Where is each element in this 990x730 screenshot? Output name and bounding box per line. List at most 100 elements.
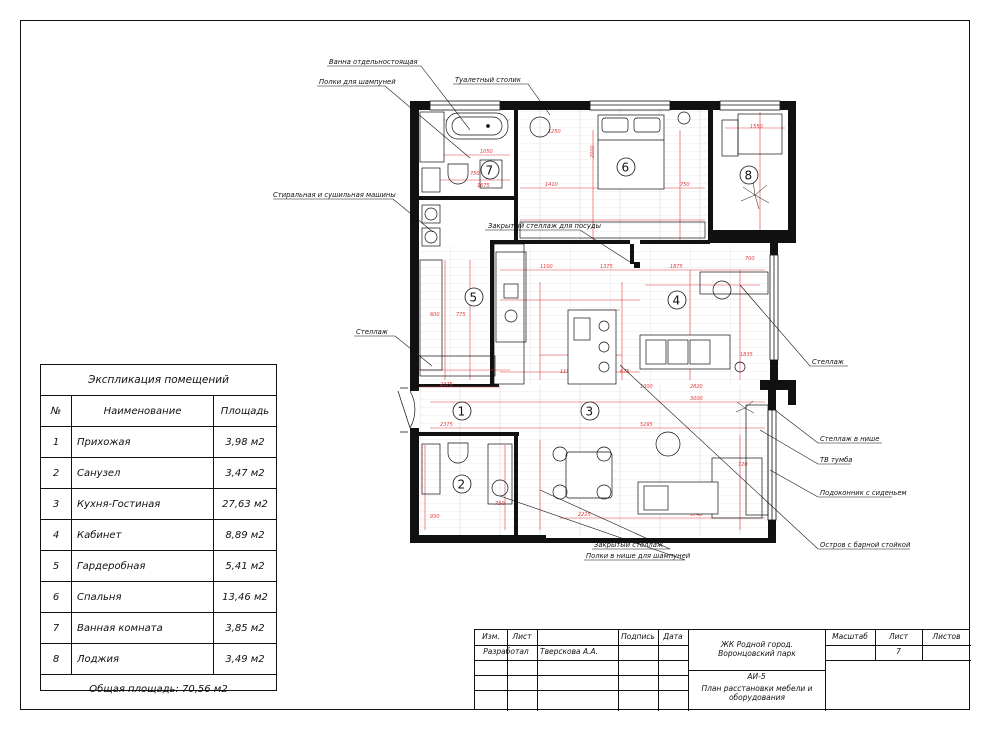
svg-text:7: 7 — [486, 164, 494, 178]
svg-text:8: 8 — [745, 169, 753, 183]
room-name: Ванная комната — [72, 613, 214, 643]
svg-text:1: 1 — [458, 405, 466, 419]
tb-author: Тверскова А.А. — [540, 647, 599, 657]
room-area: 3,98 м2 — [225, 436, 265, 448]
svg-text:930: 930 — [430, 514, 440, 520]
tb-sheet-title: План расстановки мебели и оборудования — [701, 684, 813, 702]
room-num: 2 — [41, 458, 72, 488]
svg-text:2000: 2000 — [590, 145, 596, 158]
svg-text:2225: 2225 — [578, 512, 591, 518]
room-number-1: 1 — [452, 401, 472, 421]
callout-washing-machines: Стиральная и сушильная машины — [273, 191, 396, 199]
svg-text:2: 2 — [458, 478, 466, 492]
table-row: 6 Спальня 13,46 м2 — [41, 582, 276, 613]
room-num: 8 — [41, 644, 72, 674]
room-schedule-title: Экспликация помещений — [41, 365, 276, 396]
svg-text:1675: 1675 — [477, 183, 490, 189]
room-number-8: 8 — [739, 165, 759, 185]
callout-niche-shampoo: Полки в нише для шампуней — [586, 552, 691, 560]
room-number-4: 4 — [667, 290, 687, 310]
svg-text:1000: 1000 — [640, 384, 653, 390]
room-name: Кабинет — [72, 520, 214, 550]
svg-text:750: 750 — [470, 171, 480, 177]
room-num: 4 — [41, 520, 72, 550]
room-number-3: 3 — [580, 401, 600, 421]
entry-door — [397, 387, 416, 433]
furniture — [419, 111, 783, 519]
tb-code: АИ-5 — [747, 671, 766, 681]
tb-masshtab: Масштаб — [832, 632, 868, 642]
tb-listov: Листов — [932, 632, 961, 642]
room-num: 1 — [41, 427, 72, 457]
header-num: № — [41, 396, 72, 426]
callout-shampoo-shelves: Полки для шампуней — [319, 78, 396, 86]
header-name: Наименование — [72, 396, 214, 426]
tb-list: Лист — [512, 632, 532, 642]
room-number-7: 7 — [480, 160, 500, 180]
table-row: 3 Кухня-Гостиная 27,63 м2 — [41, 489, 276, 520]
room-numbers: 7 6 8 5 4 1 3 2 — [452, 157, 759, 494]
room-number-6: 6 — [616, 157, 636, 177]
callout-window-seat: Подоконник с сиденьем — [820, 489, 907, 497]
svg-text:1150: 1150 — [560, 369, 573, 375]
room-name: Кухня-Гостиная — [72, 489, 214, 519]
title-block: Изм. Лист Подпись Дата Разработал Тверск… — [474, 629, 971, 711]
callout-tv-stand: ТВ тумба — [820, 456, 852, 464]
room-schedule-table: Экспликация помещений № Наименование Пло… — [40, 364, 277, 695]
room-num: 3 — [41, 489, 72, 519]
tb-podpis: Подпись — [621, 632, 655, 642]
callout-shelving-right: Стеллаж — [812, 358, 845, 366]
room-area: 3,49 м2 — [225, 653, 265, 665]
room-num: 7 — [41, 613, 72, 643]
room-area: 8,89 м2 — [225, 529, 265, 541]
tb-izm: Изм. — [482, 632, 500, 642]
svg-text:3: 3 — [586, 405, 594, 419]
tb-razrabotal: Разработал — [483, 647, 529, 657]
table-row: 5 Гардеробная 5,41 м2 — [41, 551, 276, 582]
header-area: Площадь — [220, 405, 270, 417]
table-row: 7 Ванная комната 3,85 м2 — [41, 613, 276, 644]
svg-text:2375: 2375 — [440, 382, 453, 388]
table-row: 4 Кабинет 8,89 м2 — [41, 520, 276, 551]
svg-text:750: 750 — [680, 182, 690, 188]
room-area: 27,63 м2 — [222, 498, 268, 510]
room-area: 3,85 м2 — [225, 622, 265, 634]
table-row: 2 Санузел 3,47 м2 — [41, 458, 276, 489]
svg-text:5295: 5295 — [640, 422, 653, 428]
svg-text:3740: 3740 — [690, 512, 703, 518]
room-num: 6 — [41, 582, 72, 612]
leader-lines — [273, 65, 910, 561]
room-number-5: 5 — [464, 287, 484, 307]
svg-text:700: 700 — [745, 256, 755, 262]
callout-niche-shelving: Стеллаж в нише — [820, 435, 879, 443]
svg-text:675: 675 — [620, 369, 630, 375]
room-name: Гардеробная — [72, 551, 214, 581]
svg-text:1375: 1375 — [600, 264, 613, 270]
tb-sheet-num: 7 — [896, 647, 901, 657]
svg-text:4: 4 — [673, 294, 681, 308]
svg-text:6: 6 — [622, 161, 630, 175]
room-name: Прихожая — [72, 427, 214, 457]
room-num: 5 — [41, 551, 72, 581]
callout-labels: Ванна отдельностоящая Полки для шампуней… — [273, 58, 911, 560]
svg-text:1100: 1100 — [540, 264, 553, 270]
tb-data: Дата — [663, 632, 683, 642]
svg-text:1550: 1550 — [750, 124, 763, 130]
room-area: 5,41 м2 — [225, 560, 265, 572]
room-area: 13,46 м2 — [222, 591, 268, 603]
tb-list2: Лист — [888, 632, 908, 642]
callout-closed-shelving: Закрытый стеллаж — [594, 541, 664, 549]
svg-text:775: 775 — [456, 312, 466, 318]
svg-text:3000: 3000 — [690, 396, 703, 402]
tb-project: ЖК Родной город. Воронцовский парк — [718, 640, 796, 658]
callout-island: Остров с барной стойкой — [820, 541, 911, 549]
svg-text:720: 720 — [738, 462, 748, 468]
table-row: 8 Лоджия 3,49 м2 — [41, 644, 276, 675]
windows — [429, 100, 781, 521]
svg-text:1250: 1250 — [548, 129, 561, 135]
callout-shelving-left: Стеллаж — [356, 328, 389, 336]
svg-text:600: 600 — [430, 312, 440, 318]
room-schedule-header: № Наименование Площадь — [41, 396, 276, 427]
